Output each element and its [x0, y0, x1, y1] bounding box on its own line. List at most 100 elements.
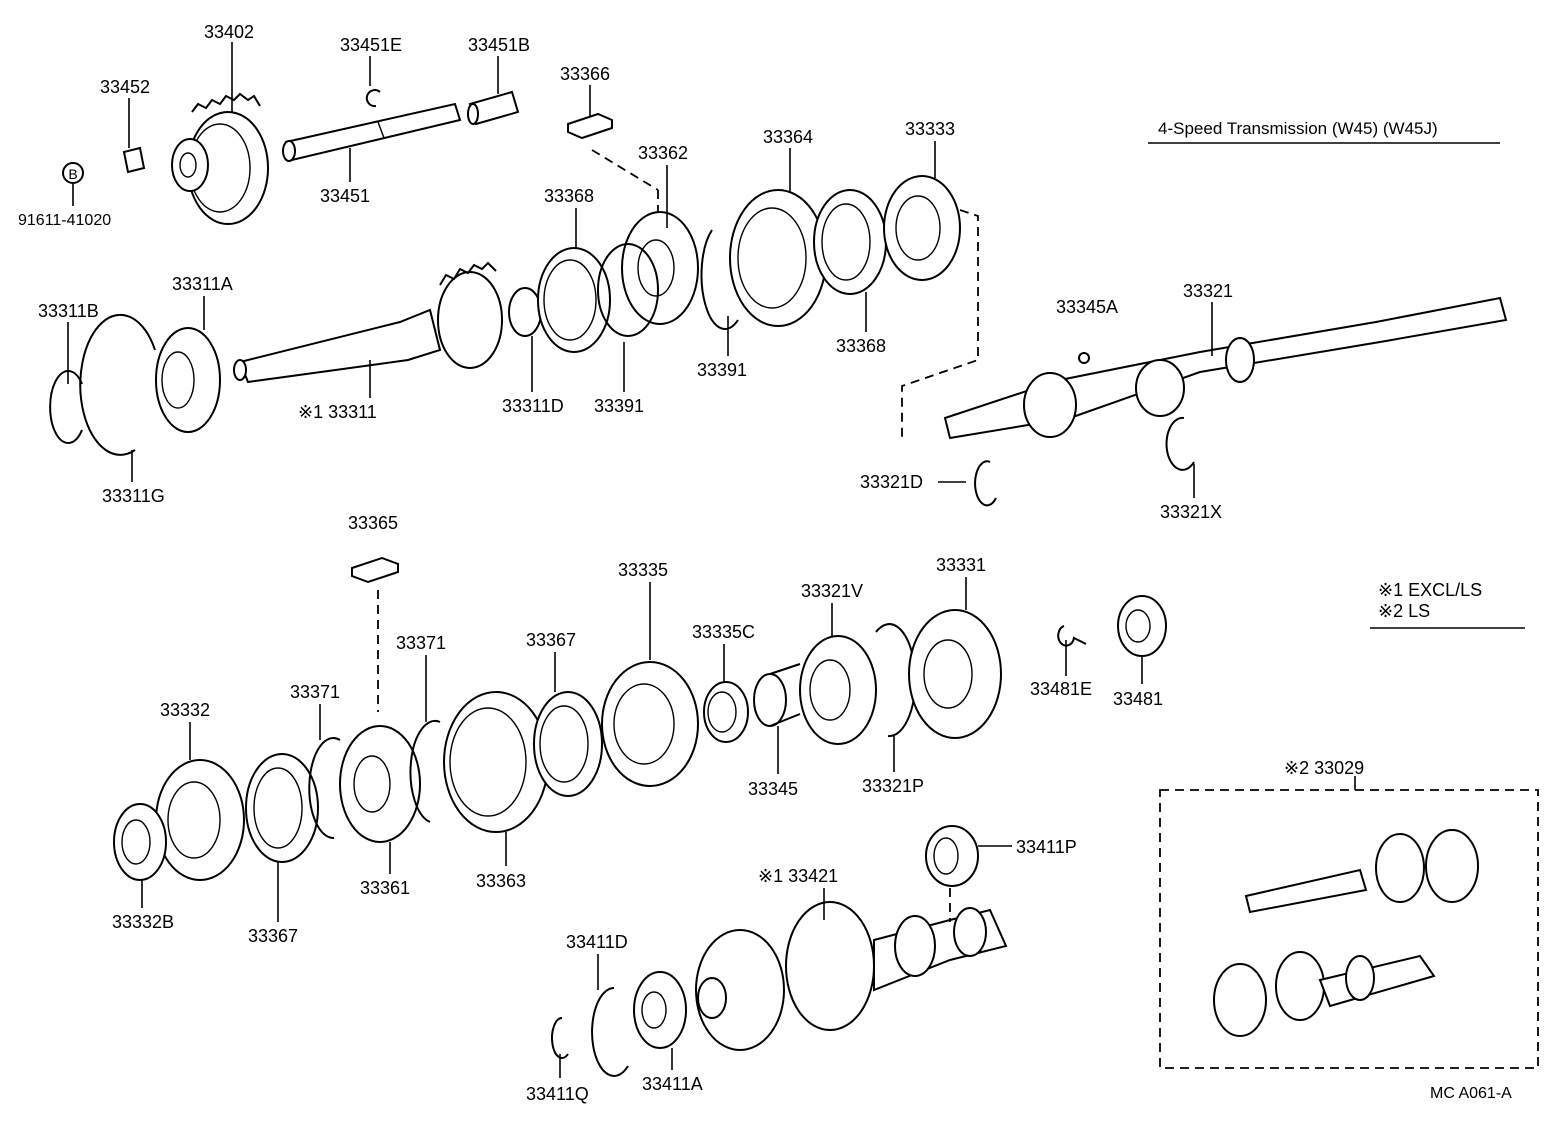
part-label: 33411Q	[526, 1084, 589, 1104]
idler-shaft-plate-drawing	[122, 146, 146, 174]
part-label: 33321D	[860, 472, 923, 492]
part-label: 33365	[348, 513, 398, 533]
spacer-33345	[753, 663, 801, 727]
idler-snap-ring-drawing	[365, 89, 381, 108]
clip-33481E	[1057, 625, 1087, 647]
part-labels: 33402 33451E 33451B 33452 33451 91611-41…	[18, 22, 1233, 1104]
diagram-title: 4-Speed Transmission (W45) (W45J)	[1158, 119, 1438, 138]
synchro-ring-33368-right	[813, 189, 887, 295]
part-label: 33333	[905, 119, 955, 139]
bolt-symbol-circle	[62, 162, 84, 184]
gear-33332	[113, 759, 245, 881]
part-label: 33452	[100, 77, 150, 97]
sleeve-33364	[729, 189, 827, 327]
hub-33361	[339, 725, 421, 843]
part-label: 33481E	[1030, 679, 1092, 699]
legend-note-1: ※1 EXCL/LS	[1378, 580, 1482, 600]
sleeve-33363	[443, 691, 549, 833]
part-label: 33451	[320, 186, 370, 206]
bearing-33411P	[925, 825, 979, 887]
part-label: 33311G	[102, 486, 165, 506]
part-label: 33366	[560, 64, 610, 84]
part-label: 33371	[396, 633, 446, 653]
part-label: 33332B	[112, 912, 174, 932]
part-label: ※1 33311	[298, 402, 377, 422]
part-label: 33371	[290, 682, 340, 702]
bracket-dash-top-right	[901, 209, 979, 438]
synchro-ring-33367-right	[533, 691, 603, 797]
input-snap-ring-g-drawing	[79, 313, 156, 456]
part-label: 33368	[836, 336, 886, 356]
synchro-ring-33368-left	[537, 247, 611, 353]
part-label: 33362	[638, 143, 688, 163]
snap-ring-33321D	[974, 460, 997, 507]
input-snap-ring-b-drawing	[49, 370, 83, 444]
part-label: 33411P	[1016, 837, 1077, 857]
snap-ring-33321X	[1165, 416, 1195, 471]
part-label: 33363	[476, 871, 526, 891]
kit-counter-gear-drawing	[1213, 951, 1436, 1037]
part-label: 33311D	[502, 396, 564, 416]
bearing-33321V	[799, 635, 877, 745]
speedo-gear-33481	[1117, 595, 1167, 657]
counter-gear-drawing	[695, 901, 1008, 1051]
part-label: 33402	[204, 22, 254, 42]
gear-33331	[908, 609, 1002, 739]
part-label: 33368	[544, 186, 594, 206]
part-label: 33481	[1113, 689, 1163, 709]
part-label: 91611-41020	[18, 212, 111, 229]
part-label: 33367	[526, 630, 576, 650]
reverse-idler-gear-drawing	[171, 92, 269, 225]
part-label: 33361	[360, 878, 410, 898]
idler-shaft-drawing	[282, 102, 462, 162]
ball-33345A	[1078, 352, 1090, 364]
key-guide-dash-top	[591, 149, 659, 191]
synchro-ring-33367-left	[245, 753, 319, 863]
part-label: 33411D	[566, 932, 628, 952]
snap-ring-33411D	[591, 987, 629, 1077]
shifting-key-bottom-drawing	[351, 556, 399, 584]
part-label: 33332	[160, 700, 210, 720]
kit-box-frame	[1159, 789, 1539, 1069]
bearing-33411A	[633, 971, 687, 1049]
snap-ring-33371-b	[409, 719, 441, 823]
input-bearing-drawing	[155, 327, 221, 433]
gear-33333	[883, 175, 961, 281]
snap-ring-33371-a	[308, 737, 341, 840]
synchro-hub-33362	[597, 211, 699, 337]
part-label: 33321P	[862, 776, 924, 796]
shifting-key-top-drawing	[567, 112, 613, 140]
part-label: 33364	[763, 127, 813, 147]
leader-lines	[67, 42, 1213, 1078]
part-label: ※1 33421	[758, 866, 838, 886]
bearing-33335C	[703, 681, 749, 743]
part-label: 33321	[1183, 281, 1233, 301]
part-label: 33321V	[801, 581, 863, 601]
bolt-symbol-letter: B	[68, 166, 77, 182]
snap-ring-33411Q	[551, 1017, 569, 1059]
part-label: 33311B	[38, 301, 99, 321]
diagram-title-group: 4-Speed Transmission (W45) (W45J)	[1148, 119, 1500, 144]
part-label: 33335	[618, 560, 668, 580]
input-shaft-drawing	[233, 261, 542, 384]
part-label: 33311A	[172, 274, 233, 294]
kit-box	[1159, 789, 1539, 1069]
part-label: 33411A	[642, 1074, 703, 1094]
part-label: 33391	[594, 396, 644, 416]
output-shaft-drawing	[943, 296, 1508, 440]
kit-label: ※2 33029	[1284, 758, 1364, 778]
legend-note-2: ※2 LS	[1378, 601, 1430, 621]
part-label: 33451E	[340, 35, 402, 55]
part-label: 33451B	[468, 35, 530, 55]
part-label: 33367	[248, 926, 298, 946]
part-label: 33391	[697, 360, 747, 380]
part-label: 33321X	[1160, 502, 1222, 522]
part-label: 33335C	[692, 622, 755, 642]
part-label: 33331	[936, 555, 986, 575]
idler-bushing-drawing	[467, 90, 520, 126]
legend: ※1 EXCL/LS ※2 LS	[1370, 580, 1525, 629]
part-label: 33345A	[1056, 297, 1118, 317]
gear-33335	[601, 661, 699, 787]
diagram-code: MC A061-A	[1430, 1085, 1512, 1102]
